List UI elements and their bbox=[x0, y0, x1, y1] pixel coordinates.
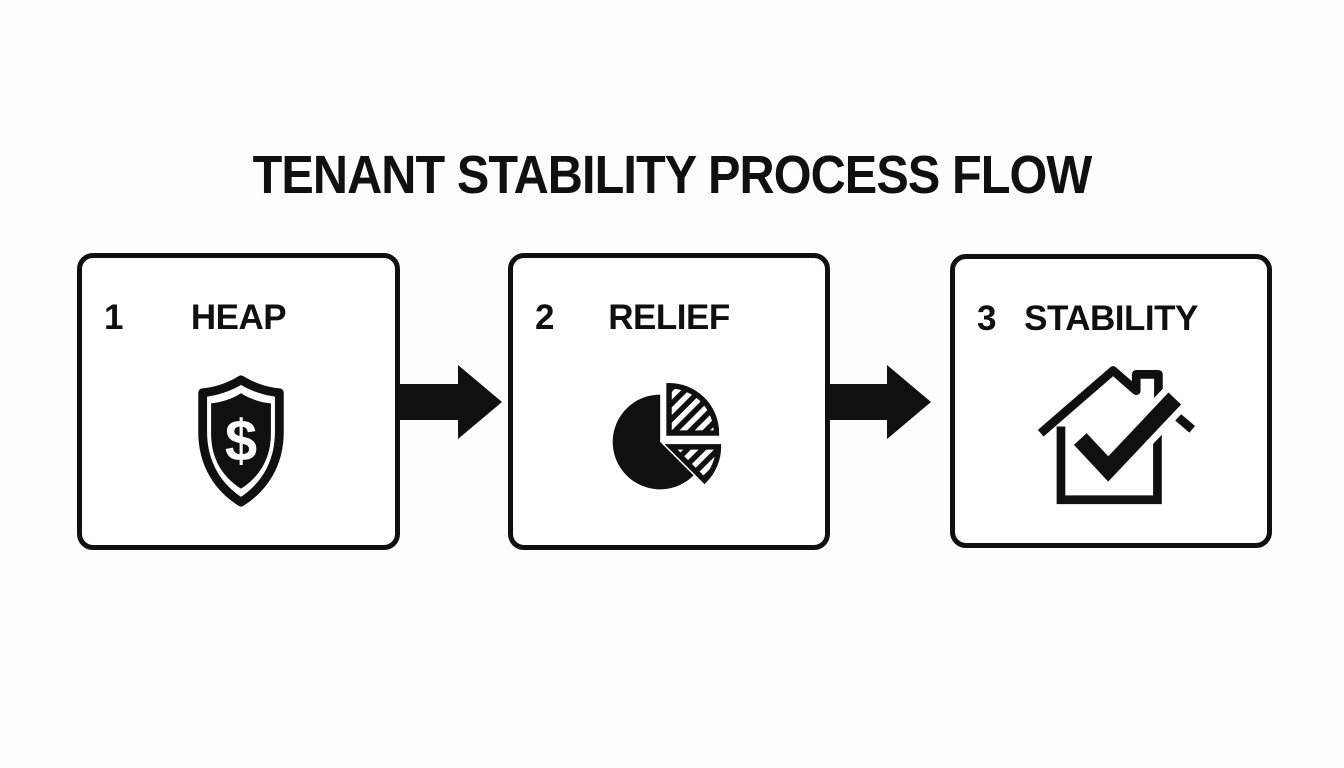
step-box-heap: 1 HEAP $ bbox=[77, 253, 400, 550]
pie-chart-icon bbox=[599, 362, 747, 516]
page-title-text: TENANT STABILITY PROCESS FLOW bbox=[252, 145, 1093, 205]
dollar-sign-glyph: $ bbox=[225, 409, 257, 474]
step-number: 2 bbox=[535, 298, 555, 337]
page-title: TENANT STABILITY PROCESS FLOW bbox=[0, 144, 1344, 206]
step-number: 1 bbox=[104, 298, 124, 337]
house-checkmark-icon bbox=[1028, 357, 1202, 521]
step-label: STABILITY bbox=[1024, 299, 1198, 338]
flow-arrow-right-icon bbox=[827, 362, 933, 442]
step-box-relief: 2 RELIEF bbox=[508, 253, 830, 550]
step-box-stability: 3 STABILITY bbox=[950, 254, 1272, 548]
step-number: 3 bbox=[977, 299, 997, 338]
shield-dollar-icon: $ bbox=[184, 368, 298, 516]
step-label: RELIEF bbox=[608, 298, 730, 337]
flow-arrow-right-icon bbox=[398, 362, 504, 442]
step-label: HEAP bbox=[190, 298, 287, 337]
